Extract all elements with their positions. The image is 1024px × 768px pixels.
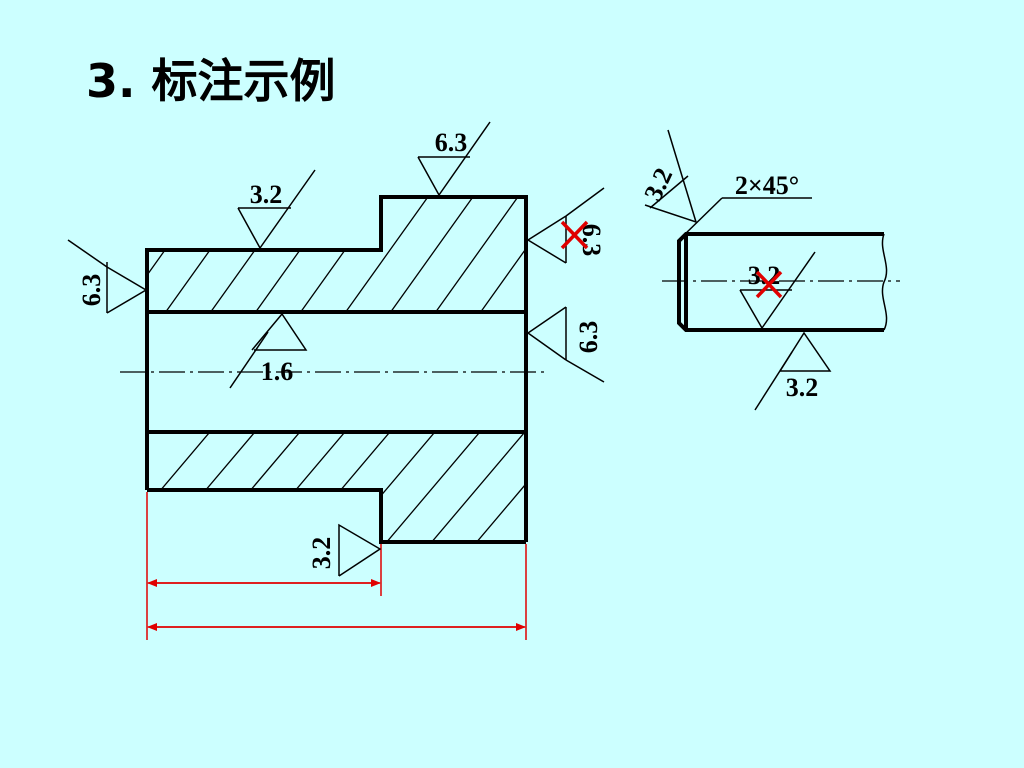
bushing-outline	[145, 195, 528, 544]
svg-text:3.2: 3.2	[638, 164, 678, 206]
roughness-shaft-bottom: 3.2	[754, 331, 832, 411]
svg-text:2×45°: 2×45°	[735, 171, 799, 200]
roughness-bore: 1.6	[229, 312, 308, 389]
hatching-bottom	[147, 432, 526, 542]
roughness-shaft-mid: 3.2	[739, 251, 816, 330]
dimension-lines	[146, 492, 527, 640]
svg-text:3.2: 3.2	[786, 373, 819, 402]
roughness-top-step: 6.3	[417, 121, 491, 197]
roughness-top-left: 3.2	[237, 169, 316, 250]
svg-text:3.2: 3.2	[307, 537, 336, 570]
roughness-left-face: 6.3	[67, 239, 148, 314]
cross-mark-right-face	[560, 220, 589, 250]
chamfer-leader: 2×45°	[680, 171, 812, 239]
roughness-bottom-step: 3.2	[307, 523, 382, 577]
svg-text:6.3: 6.3	[435, 128, 468, 157]
slide-title: 3. 标注示例	[86, 54, 336, 108]
svg-text:3.2: 3.2	[250, 180, 283, 209]
roughness-shaft-left: 3.2	[638, 129, 698, 224]
shaft-outline	[662, 232, 900, 332]
cross-mark-shaft	[755, 270, 783, 299]
svg-text:6.3: 6.3	[574, 321, 603, 354]
svg-text:6.3: 6.3	[77, 274, 106, 307]
roughness-right-face-lower: 6.3	[526, 306, 605, 383]
svg-text:3.2: 3.2	[748, 261, 781, 290]
svg-text:1.6: 1.6	[261, 357, 294, 386]
